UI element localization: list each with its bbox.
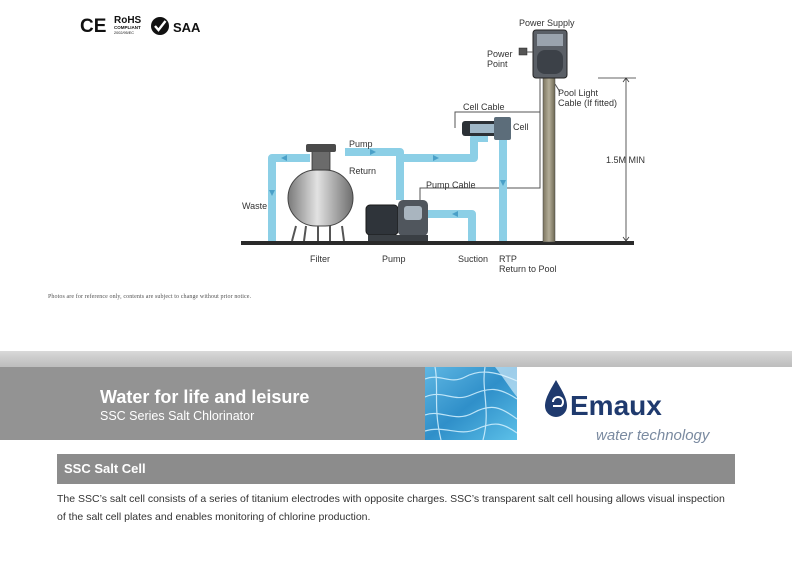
emaux-logo: Emaux water technology [545, 380, 711, 444]
power-point-label-line1: Power [487, 49, 513, 59]
water-drop-icon [545, 380, 567, 417]
emaux-brand: Emaux [570, 390, 662, 421]
section-body-line: of the salt cell plates and enables moni… [57, 511, 371, 523]
power-point-label-line2: Point [487, 59, 508, 69]
banner-tagline: Water for life and leisure [100, 387, 310, 407]
section-body-line: The SSC’s salt cell consists of a series… [57, 493, 725, 505]
rtp-label: RTP [499, 254, 517, 264]
height-marker [598, 77, 636, 242]
pump-pipe-label: Pump [349, 139, 373, 149]
return-pipe-label: Return [349, 166, 376, 176]
power-point-socket [518, 47, 528, 56]
installation-diagram: Power Supply Power Point Pool Light Cabl… [241, 18, 645, 274]
rohs-compliant: COMPLIANT [114, 25, 141, 30]
ground-line [241, 241, 634, 245]
power-pole [542, 77, 556, 243]
disclaimer-text: Photos are for reference only, contents … [48, 294, 252, 300]
rohs-mark: RoHS [114, 15, 142, 26]
cell-label: Cell [513, 122, 529, 132]
certification-logos: CE RoHS COMPLIANT 2002/95/EC SAA [80, 15, 201, 37]
cell-cable-label: Cell Cable [463, 102, 505, 112]
banner-band [0, 367, 425, 440]
waste-label: Waste [242, 201, 267, 211]
pipe-arrows [269, 149, 506, 217]
emaux-slogan: water technology [596, 427, 711, 444]
rohs-directive: 2002/95/EC [114, 31, 134, 35]
filter-label: Filter [310, 254, 330, 264]
salt-cell [462, 117, 511, 140]
saa-check-icon [151, 17, 169, 35]
pool-light-label-line2: Cable (If fitted) [558, 98, 617, 108]
section-header-bar [57, 454, 735, 484]
pump-unit [365, 200, 428, 241]
saa-mark: SAA [173, 20, 201, 35]
filter-tank [287, 144, 354, 242]
pump-cable-label: Pump Cable [426, 180, 476, 190]
suction-label: Suction [458, 254, 488, 264]
pool-light-label-line1: Pool Light [558, 88, 599, 98]
return-to-pool-label: Return to Pool [499, 264, 557, 274]
banner-top-band [0, 351, 792, 367]
section-title: SSC Salt Cell [64, 461, 146, 476]
ce-mark: CE [80, 16, 106, 37]
water-photo [425, 367, 517, 440]
section-body: The SSC’s salt cell consists of a series… [57, 490, 747, 526]
pump-label: Pump [382, 254, 406, 264]
power-supply-label: Power Supply [519, 18, 575, 28]
power-supply-unit [532, 29, 568, 79]
cables [419, 51, 541, 200]
min-height-label: 1.5M MIN [606, 155, 645, 165]
pool-light-leader [554, 83, 561, 93]
banner-subtitle: SSC Series Salt Chlorinator [100, 409, 255, 423]
